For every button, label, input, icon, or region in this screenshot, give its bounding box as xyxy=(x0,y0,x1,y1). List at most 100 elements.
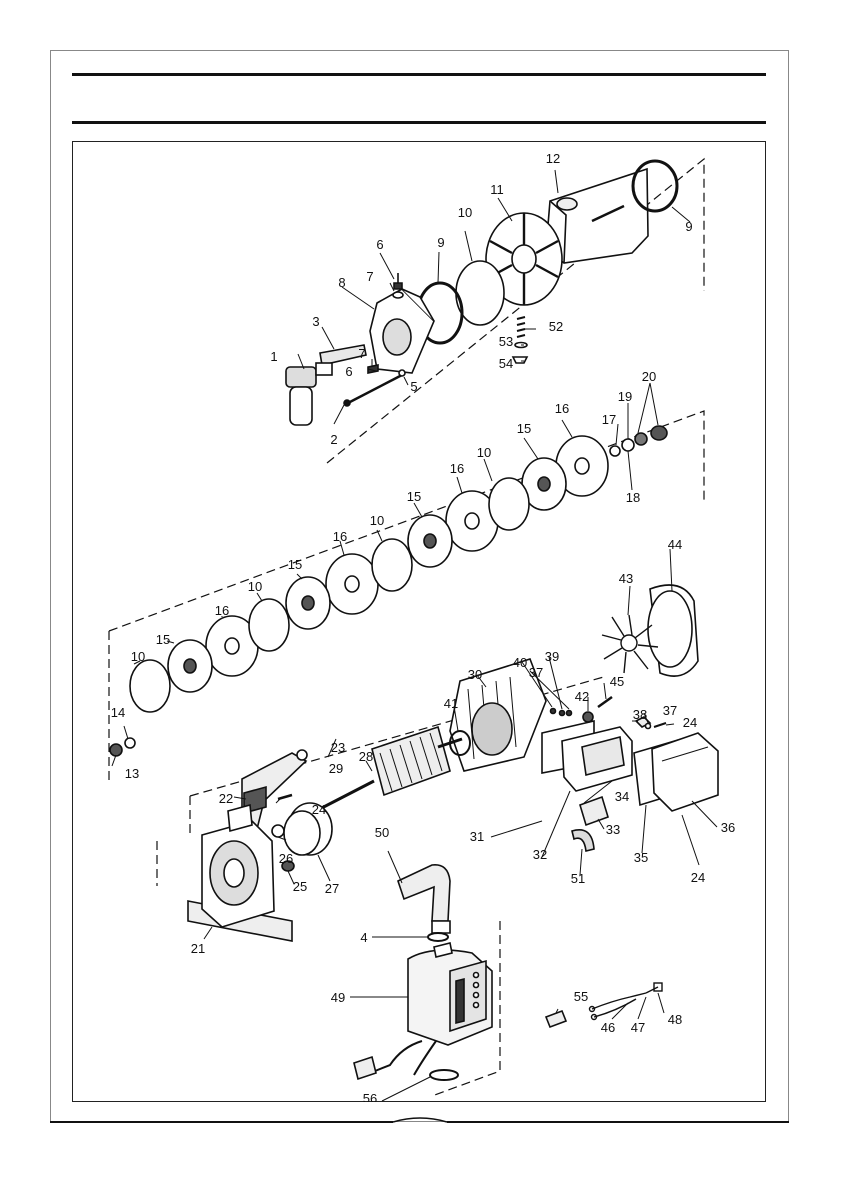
label-27: 27 xyxy=(325,881,339,896)
capacitor-part xyxy=(580,797,608,825)
label-6: 6 xyxy=(345,364,352,379)
spring-valve-part xyxy=(513,317,527,363)
power-cord-part xyxy=(354,1041,436,1079)
label-15: 15 xyxy=(407,489,421,504)
label-42: 42 xyxy=(575,689,589,704)
label-7: 7 xyxy=(358,346,365,361)
wiring-harness-part xyxy=(590,983,663,1020)
label-16: 16 xyxy=(215,603,229,618)
footer-rule-left xyxy=(50,1121,393,1123)
label-16: 16 xyxy=(333,529,347,544)
washer-part xyxy=(125,738,135,748)
screw-part xyxy=(654,723,666,727)
label-54: 54 xyxy=(499,356,513,371)
plug-part xyxy=(297,750,307,760)
label-56: 56 xyxy=(363,1091,377,1102)
label-33: 33 xyxy=(606,822,620,837)
screw-part xyxy=(598,697,612,707)
label-10: 10 xyxy=(370,513,384,528)
label-35: 35 xyxy=(634,850,648,865)
pressure-controller-part xyxy=(408,943,492,1045)
label-3: 3 xyxy=(312,314,319,329)
terminal-box-part xyxy=(562,727,632,791)
washer-part xyxy=(393,292,403,298)
label-15: 15 xyxy=(156,632,170,647)
label-21: 21 xyxy=(191,941,205,956)
label-55: 55 xyxy=(574,989,588,1004)
label-15: 15 xyxy=(288,557,302,572)
footer-rule-right xyxy=(447,1121,789,1123)
label-6: 6 xyxy=(376,237,383,252)
washer-part xyxy=(646,724,651,729)
label-37: 37 xyxy=(663,703,677,718)
label-7: 7 xyxy=(366,269,373,284)
label-37: 37 xyxy=(529,665,543,680)
label-24: 24 xyxy=(691,870,705,885)
washer-part xyxy=(272,825,284,837)
page-number-tab xyxy=(393,1116,447,1128)
capacitor-clamp-part xyxy=(572,830,594,851)
label-49: 49 xyxy=(331,990,345,1005)
label-10: 10 xyxy=(248,579,262,594)
label-2: 2 xyxy=(330,432,337,447)
label-22: 22 xyxy=(219,791,233,806)
label-9: 9 xyxy=(437,235,444,250)
label-16: 16 xyxy=(555,401,569,416)
header-rule-bottom xyxy=(72,121,766,124)
label-12: 12 xyxy=(546,151,560,166)
nut-part xyxy=(110,744,122,756)
drain-rod-part xyxy=(344,375,402,406)
label-50: 50 xyxy=(375,825,389,840)
label-5: 5 xyxy=(410,379,417,394)
label-32: 32 xyxy=(533,847,547,862)
label-13: 13 xyxy=(125,766,139,781)
front-plate-part xyxy=(370,289,434,373)
label-48: 48 xyxy=(668,1012,682,1027)
label-51: 51 xyxy=(571,871,585,886)
fan-shroud-part xyxy=(648,585,698,676)
label-24: 24 xyxy=(312,802,326,817)
label-30: 30 xyxy=(468,667,482,682)
label-19: 19 xyxy=(618,389,632,404)
label-10: 10 xyxy=(477,445,491,460)
label-43: 43 xyxy=(619,571,633,586)
label-10: 10 xyxy=(131,649,145,664)
connector-block-part xyxy=(546,1011,566,1027)
label-44: 44 xyxy=(668,537,682,552)
label-10: 10 xyxy=(458,205,472,220)
label-31: 31 xyxy=(470,829,484,844)
label-16: 16 xyxy=(450,461,464,476)
screw-part xyxy=(394,273,402,289)
label-14: 14 xyxy=(111,705,125,720)
o-ring-part xyxy=(428,933,448,941)
label-29: 29 xyxy=(329,761,343,776)
elbow-fitting-part xyxy=(398,865,450,933)
label-25: 25 xyxy=(293,879,307,894)
screw-part xyxy=(278,795,292,799)
label-26: 26 xyxy=(279,851,293,866)
label-47: 47 xyxy=(631,1020,645,1035)
label-4: 4 xyxy=(360,930,367,945)
washer-part xyxy=(399,370,405,376)
filter-housing-part xyxy=(286,363,332,425)
label-8: 8 xyxy=(338,275,345,290)
label-18: 18 xyxy=(626,490,640,505)
label-20: 20 xyxy=(642,369,656,384)
label-17: 17 xyxy=(602,412,616,427)
label-52: 52 xyxy=(549,319,563,334)
label-34: 34 xyxy=(615,789,629,804)
label-41: 41 xyxy=(444,696,458,711)
label-15: 15 xyxy=(517,421,531,436)
label-23: 23 xyxy=(331,740,345,755)
exploded-view-diagram: 12 9 11 10 9 6 7 8 3 52 53 54 7 1 6 5 2 … xyxy=(72,141,766,1102)
label-36: 36 xyxy=(721,820,735,835)
label-53: 53 xyxy=(499,334,513,349)
label-24: 24 xyxy=(683,715,697,730)
fastener-set-part xyxy=(551,709,572,716)
label-46: 46 xyxy=(601,1020,615,1035)
label-28: 28 xyxy=(359,749,373,764)
o-ring-part xyxy=(430,1070,458,1080)
header-rule-top xyxy=(72,73,766,76)
label-39: 39 xyxy=(545,649,559,664)
label-11: 11 xyxy=(490,182,504,197)
